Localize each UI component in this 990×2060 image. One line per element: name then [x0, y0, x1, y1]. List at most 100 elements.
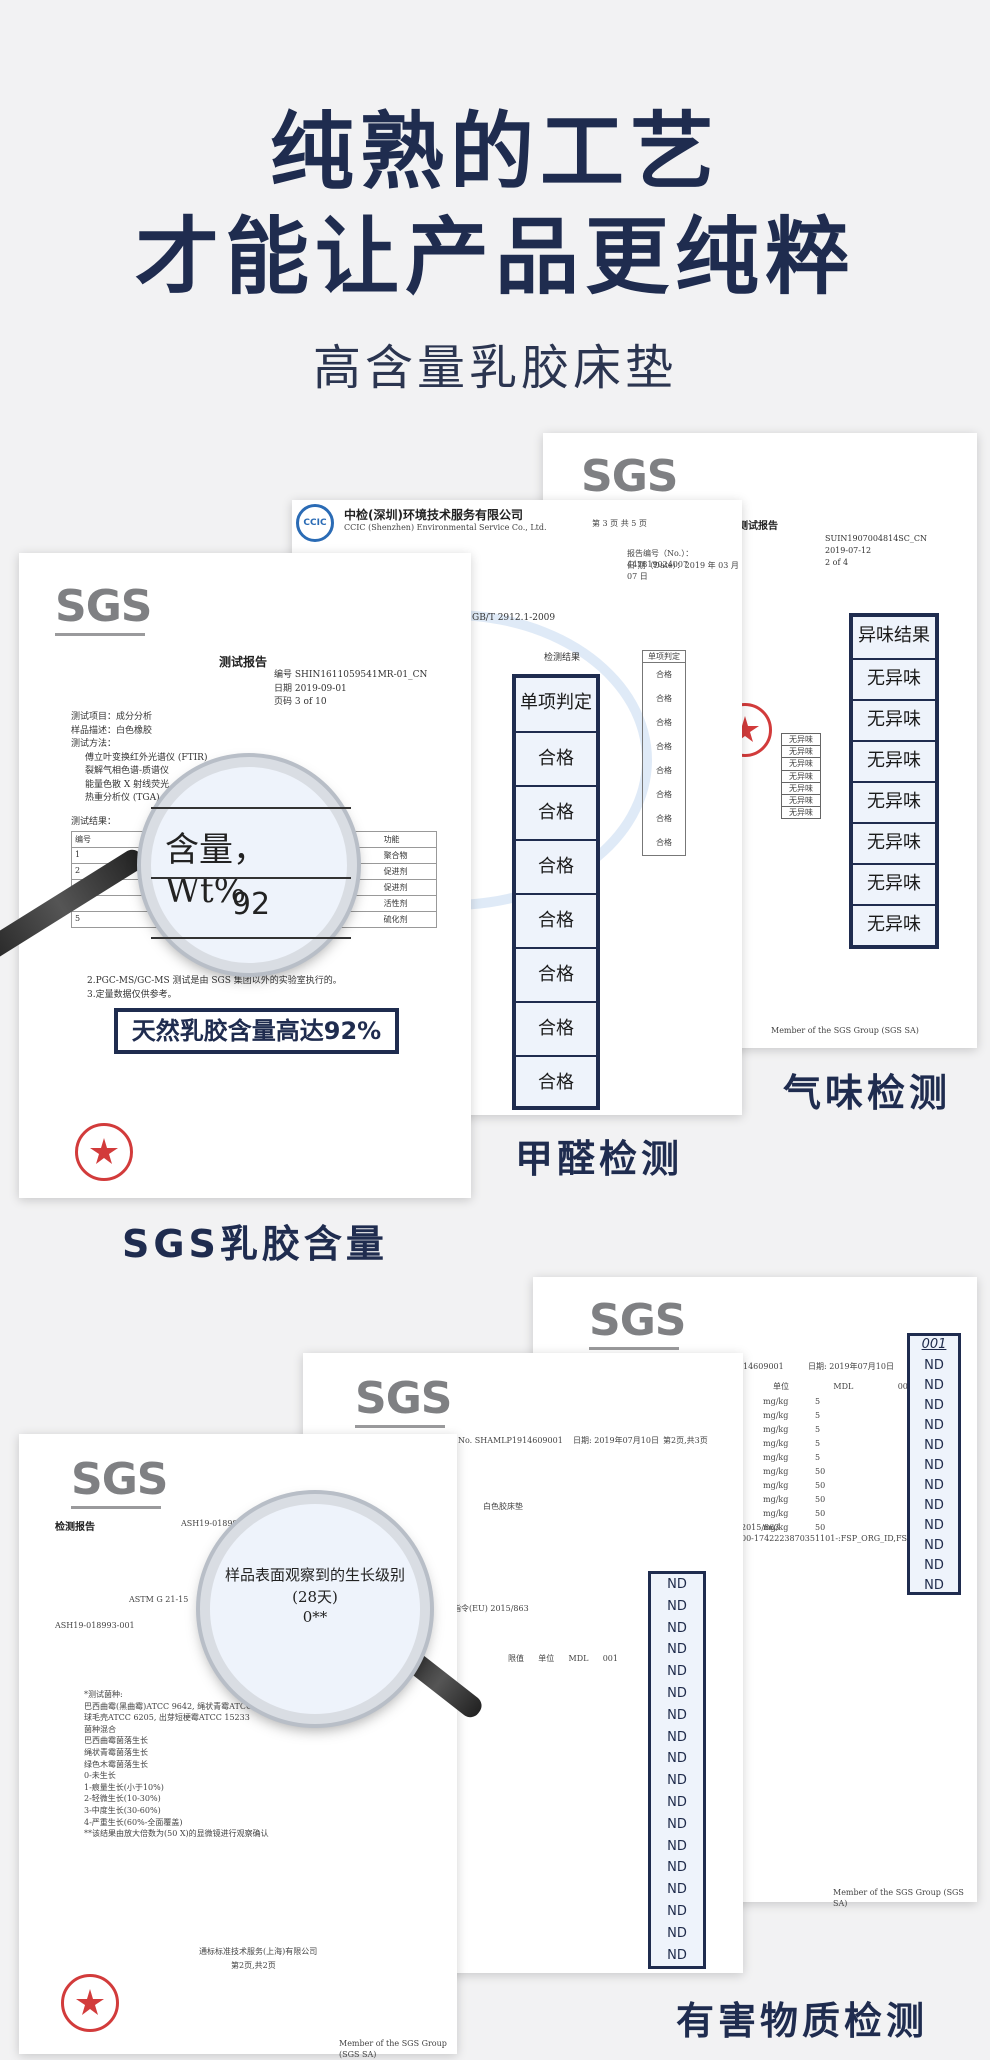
mold-line: 1-痕量生长(小于10%): [84, 1782, 164, 1792]
latex-doc-title: 测试报告: [219, 655, 268, 669]
mold-lens-text: 样品表面观察到的生长级别: [224, 1566, 405, 1584]
mold-line: 2-轻微生长(10-30%): [84, 1794, 161, 1804]
back-col-header: 001: [897, 1382, 913, 1391]
latex-table-function: 活性剂: [383, 899, 408, 908]
mid-standard: 指令(EU) 2015/863: [453, 1604, 529, 1613]
mid-col-header: 限值: [508, 1654, 524, 1663]
back-unit: mg/kg: [763, 1481, 789, 1490]
small-judge-cell: 合格: [656, 742, 672, 752]
back-box-cell: ND: [924, 1538, 944, 1553]
latex-note: 3.定量数据仅供参考。: [87, 989, 177, 1000]
back-mdl: 5: [815, 1397, 821, 1406]
lens-rule: [151, 877, 351, 879]
red-seal-stamp: [75, 1123, 133, 1181]
sgs-logo: SGS: [355, 1373, 452, 1424]
odor-result-cell: 无异味: [853, 699, 935, 740]
formaldehyde-small-judge-column: 单项判定 合格 合格 合格 合格 合格 合格 合格 合格: [642, 650, 686, 857]
mold-line: 3-中度生长(30-60%): [84, 1805, 161, 1815]
sgs-logo-underline: [71, 1506, 161, 1509]
formaldehyde-judge-cell: 合格: [516, 731, 596, 785]
mold-line: 球毛壳ATCC 6205, 出芽短梗霉ATCC 15233: [84, 1713, 250, 1723]
mid-box-cell: ND: [667, 1860, 687, 1876]
mold-line: 0-未生长: [84, 1771, 116, 1781]
back-box-cell: ND: [924, 1478, 944, 1493]
latex-table-title: 测试结果：: [71, 817, 117, 827]
odor-small-cell: 无异味: [782, 783, 820, 795]
back-mdl: 50: [815, 1467, 826, 1476]
mold-lens-days: (28天): [292, 1588, 338, 1606]
latex-page-value: 3 of 10: [294, 697, 327, 707]
mold-line: **该结果由放大倍数为(50 X)的显微镜进行观察确认: [84, 1829, 269, 1839]
latex-line: 能量色散 X 射线荧光: [85, 779, 170, 790]
back-mdl: 5: [815, 1439, 821, 1448]
latex-line: 傅立叶变换红外光谱仪 (FTIR): [85, 752, 208, 763]
odor-small-cell: 无异味: [782, 771, 820, 783]
mid-box-cell: ND: [667, 1903, 687, 1919]
back-unit: mg/kg: [763, 1495, 789, 1504]
mid-box-cell: ND: [667, 1707, 687, 1723]
back-box-cell: ND: [924, 1458, 944, 1473]
back-box-cell: ND: [924, 1498, 944, 1513]
mid-report-date: 日期: 2019年07月10日: [573, 1436, 659, 1445]
odor-small-cell: 无异味: [782, 795, 820, 808]
ccic-logo: CCIC: [296, 504, 334, 542]
mold-page: 第2页,共2页: [231, 1961, 276, 1970]
hero-title-line2: 才能让产品更纯粹: [134, 208, 855, 306]
latex-table-header: 功能: [383, 835, 400, 844]
small-judge-cell: 合格: [656, 838, 672, 848]
latex-line: 测试项目：成分分析: [71, 712, 153, 722]
latex-date-value: 2019-09-01: [294, 683, 347, 694]
mid-col-header: 单位: [538, 1654, 555, 1663]
formaldehyde-page: 第 3 页 共 5 页: [592, 519, 647, 528]
back-box-cell: ND: [924, 1378, 944, 1393]
formaldehyde-col-result: 检测结果: [544, 653, 581, 663]
back-note: 2015/863: [741, 1523, 780, 1532]
back-unit: mg/kg: [763, 1439, 789, 1448]
small-judge-cell: 合格: [656, 790, 672, 800]
back-box-cell: ND: [924, 1398, 944, 1413]
mid-col-header: 001: [602, 1654, 618, 1663]
mid-box-cell: ND: [667, 1838, 687, 1854]
lens-rule: [151, 807, 351, 809]
mid-box-cell: ND: [667, 1598, 687, 1614]
latex-table-function: 聚合物: [383, 851, 408, 860]
mid-box-cell: ND: [667, 1794, 687, 1810]
odor-result-box: 异味结果 无异味 无异味 无异味 无异味 无异味 无异味 无异味: [849, 613, 939, 949]
red-seal-stamp: [61, 1974, 119, 2032]
small-judge-cell: 合格: [656, 718, 672, 728]
back-box-cell: ND: [924, 1418, 944, 1433]
sgs-logo: SGS: [589, 1295, 686, 1346]
formaldehyde-judge-cell: 合格: [516, 1001, 596, 1055]
formaldehyde-judge-cell: 合格: [516, 785, 596, 839]
back-box-cell: ND: [924, 1558, 944, 1573]
odor-small-cell: 无异味: [789, 808, 813, 818]
mid-box-cell: ND: [667, 1751, 687, 1767]
latex-table-function: 硫化剂: [383, 915, 408, 924]
back-mdl: 50: [815, 1481, 826, 1490]
sgs-logo: SGS: [71, 1454, 168, 1505]
odor-small-cell: 无异味: [782, 734, 820, 747]
hero-subtitle: 高含量乳胶床垫: [312, 340, 677, 396]
back-box-cell: ND: [924, 1438, 944, 1453]
latex-table-header: 编号: [75, 835, 91, 844]
back-unit: mg/kg: [763, 1523, 789, 1532]
odor-result-header: 异味结果: [858, 625, 930, 646]
back-mdl: 50: [815, 1495, 826, 1504]
back-col-header: MDL: [833, 1382, 854, 1391]
back-col-header: 单位: [773, 1382, 789, 1391]
mid-box-cell: ND: [667, 1685, 687, 1701]
formaldehyde-report-no: 报告编号（No.）：447819024007: [627, 549, 694, 570]
odor-caption: 气味检测: [783, 1071, 952, 1115]
latex-date-label: 日期: [274, 683, 293, 694]
latex-no-label: 编号: [274, 670, 293, 680]
mid-result-box: ND ND ND ND ND ND ND ND ND ND ND ND ND N…: [648, 1571, 706, 1969]
odor-small-cell: 无异味: [782, 758, 820, 771]
mid-box-cell: ND: [667, 1816, 687, 1832]
back-result-box: 001 ND ND ND ND ND ND ND ND ND ND ND ND: [907, 1333, 961, 1595]
mold-line: 绿色木霉菌落生长: [84, 1759, 148, 1769]
formaldehyde-report-date: 日 期（Date）：2019 年 03 月 07 日: [627, 561, 739, 582]
latex-page-label: 页码: [274, 697, 293, 707]
back-unit: mg/kg: [763, 1509, 789, 1518]
formaldehyde-standard: GB/T 2912.1-2009: [472, 613, 556, 623]
odor-small-table: 无异味 无异味 无异味 无异味 无异味 无异味 无异味: [781, 733, 821, 820]
